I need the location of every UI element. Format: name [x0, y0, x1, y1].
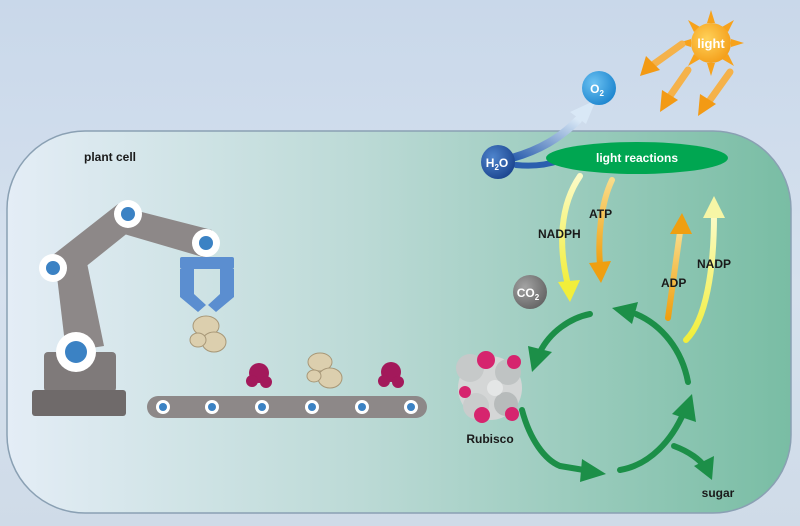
co2-subscript: 2 — [535, 293, 540, 302]
light-reactions-label: light reactions — [596, 151, 678, 165]
oxygen-subscript: 2 — [599, 89, 604, 98]
water-label-o: O — [499, 156, 508, 170]
robot-gripper-icon — [180, 257, 234, 312]
nadph-arrow — [558, 173, 583, 302]
atp-label: ATP — [589, 207, 612, 221]
rubisco-protein-icon — [456, 351, 522, 423]
held-molecule-icon — [189, 315, 227, 353]
sun-label: light — [697, 36, 725, 51]
water-molecule-icon: H2O — [481, 145, 515, 179]
atp-arrow — [589, 177, 615, 283]
calvin-cycle — [519, 302, 714, 482]
cycle-segment-right — [633, 311, 691, 385]
rubisco-on-belt-1-icon — [246, 363, 272, 388]
svg-text:O2: O2 — [590, 82, 604, 98]
water-label-h: H — [486, 156, 495, 170]
nadp-arrow — [683, 196, 725, 343]
plant-cell-label: plant cell — [84, 150, 136, 164]
light-ray-arrows — [640, 40, 734, 116]
svg-text:H2O: H2O — [486, 156, 508, 172]
cycle-segment-bottom — [617, 409, 687, 473]
rubisco-label: Rubisco — [466, 432, 513, 446]
conveyor-belt-icon — [147, 352, 427, 418]
oxygen-molecule-icon: O2 — [582, 71, 616, 105]
light-ray-arrow-3-icon — [698, 68, 734, 116]
molecule-on-belt-icon — [306, 352, 343, 389]
nadp-label: NADP — [697, 257, 731, 271]
plant-cell-outline — [6, 130, 792, 514]
svg-text:CO2: CO2 — [517, 286, 540, 302]
cycle-segment-left — [519, 407, 563, 469]
rubisco-on-belt-2-icon — [378, 362, 404, 388]
oxygen-label: O — [590, 82, 599, 96]
adp-arrow — [665, 213, 692, 321]
conveyor-rollers — [156, 400, 418, 414]
water-subscript: 2 — [494, 163, 499, 172]
co2-label: CO — [517, 286, 535, 300]
light-ray-arrow-1-icon — [640, 40, 686, 76]
sun-icon: light — [678, 10, 744, 76]
cycle-segment-top — [537, 311, 593, 355]
light-ray-arrow-2-icon — [660, 66, 692, 112]
carbon-dioxide-molecule-icon: CO2 — [513, 275, 547, 309]
nadph-label: NADPH — [538, 227, 581, 241]
adp-label: ADP — [661, 276, 686, 290]
sugar-label: sugar — [702, 486, 735, 500]
light-reactions-node: light reactions — [546, 142, 728, 174]
robot-arm-icon — [32, 200, 234, 416]
